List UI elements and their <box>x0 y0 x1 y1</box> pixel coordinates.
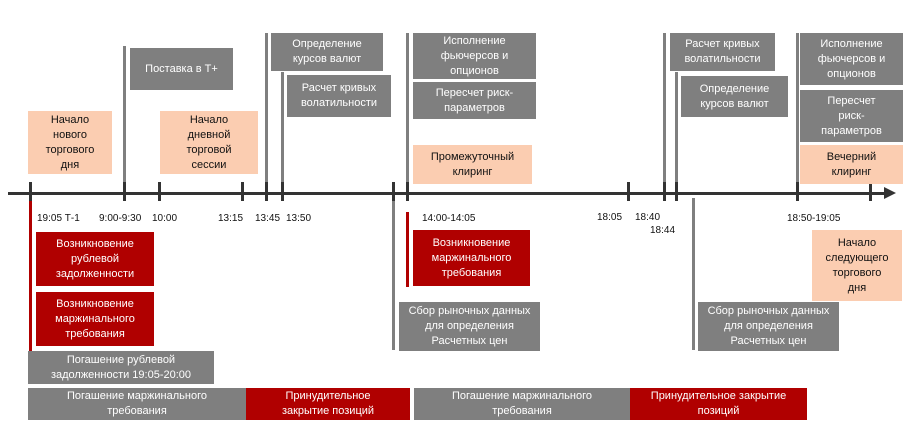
forced-position-close-bar: Принудительное закрытие позиций <box>246 388 410 420</box>
timeline-tick <box>869 182 872 201</box>
connector-line <box>281 72 284 186</box>
fx-rates-box: Определение курсов валют <box>271 33 383 71</box>
ruble-debt-arise-box: Возникновение рублевой задолженности <box>36 232 154 286</box>
connector-line <box>123 46 126 186</box>
risk-params-recalc-box: Пересчет риск- параметров <box>800 90 903 142</box>
connector-line <box>265 33 268 185</box>
time-label: 19:05 Т-1 <box>37 213 80 224</box>
time-label: 18:05 <box>597 212 623 223</box>
connector-line <box>406 33 409 185</box>
connector-line <box>675 72 678 186</box>
timeline-tick <box>392 182 395 201</box>
timeline-tick <box>627 182 630 201</box>
risk-params-recalc-box: Пересчет риск- параметров <box>413 82 536 119</box>
margin-requirement-arise-box: Возникновение маржинального требования <box>36 292 154 346</box>
volatility-curves-box: Расчет кривых волатильности <box>287 75 391 117</box>
time-label: 13:15 <box>218 213 244 224</box>
timeline-tick <box>123 182 126 201</box>
day-session-start-box: Начало дневной торговой сессии <box>160 111 258 174</box>
time-label: 18:40 <box>635 212 661 223</box>
margin-requirement-repayment-bar: Погашение маржинального требования <box>28 388 246 420</box>
timeline-tick <box>281 182 284 201</box>
forced-position-close-bar: Принудительное закрытие позиций <box>630 388 807 420</box>
ruble-debt-repayment-box: Погашение рублевой задолженности 19:05-2… <box>28 351 214 384</box>
evening-clearing-box: Вечерний клиринг <box>800 145 903 184</box>
connector-line <box>392 198 395 350</box>
timeline-tick <box>796 182 799 201</box>
timeline-tick <box>29 182 32 201</box>
timeline-axis <box>8 192 888 195</box>
timeline-tick <box>241 182 244 201</box>
time-label: 9:00-9:30 <box>99 213 142 224</box>
time-label: 13:45 <box>255 213 281 224</box>
next-trading-day-start-box: Начало следующего торгового дня <box>812 230 902 301</box>
time-label: 18:50-19:05 <box>787 213 841 224</box>
delivery-t-plus-box: Поставка в Т+ <box>130 48 233 90</box>
margin-requirement-arise-box: Возникновение маржинального требования <box>413 230 530 286</box>
volatility-curves-box: Расчет кривых волатильности <box>670 33 775 71</box>
market-data-collection-box: Сбор рыночных данных для определения Рас… <box>698 302 839 351</box>
time-label: 10:00 <box>152 213 178 224</box>
connector-line <box>692 198 695 350</box>
timeline-tick <box>663 182 666 201</box>
connector-line <box>663 33 666 185</box>
futures-options-execution-box: Исполнение фьючерсов и опционов <box>413 33 536 79</box>
time-label: 18:44 <box>650 225 676 236</box>
time-label: 13:50 <box>286 213 312 224</box>
timeline-tick <box>265 182 268 201</box>
interim-clearing-box: Промежуточный клиринг <box>413 145 532 184</box>
time-label: 14:00-14:05 <box>422 213 476 224</box>
futures-options-execution-box: Исполнение фьючерсов и опционов <box>800 33 903 85</box>
connector-line <box>29 198 32 352</box>
timeline-tick <box>158 182 161 201</box>
margin-requirement-repayment-bar: Погашение маржинального требования <box>414 388 630 420</box>
timeline-arrowhead <box>884 187 896 199</box>
timeline-tick <box>675 182 678 201</box>
connector-line <box>406 212 409 287</box>
market-data-collection-box: Сбор рыночных данных для определения Рас… <box>399 302 540 351</box>
timeline-tick <box>406 182 409 201</box>
fx-rates-box: Определение курсов валют <box>681 76 788 117</box>
connector-line <box>796 33 799 185</box>
new-trading-day-start-box: Начало нового торгового дня <box>28 111 112 174</box>
